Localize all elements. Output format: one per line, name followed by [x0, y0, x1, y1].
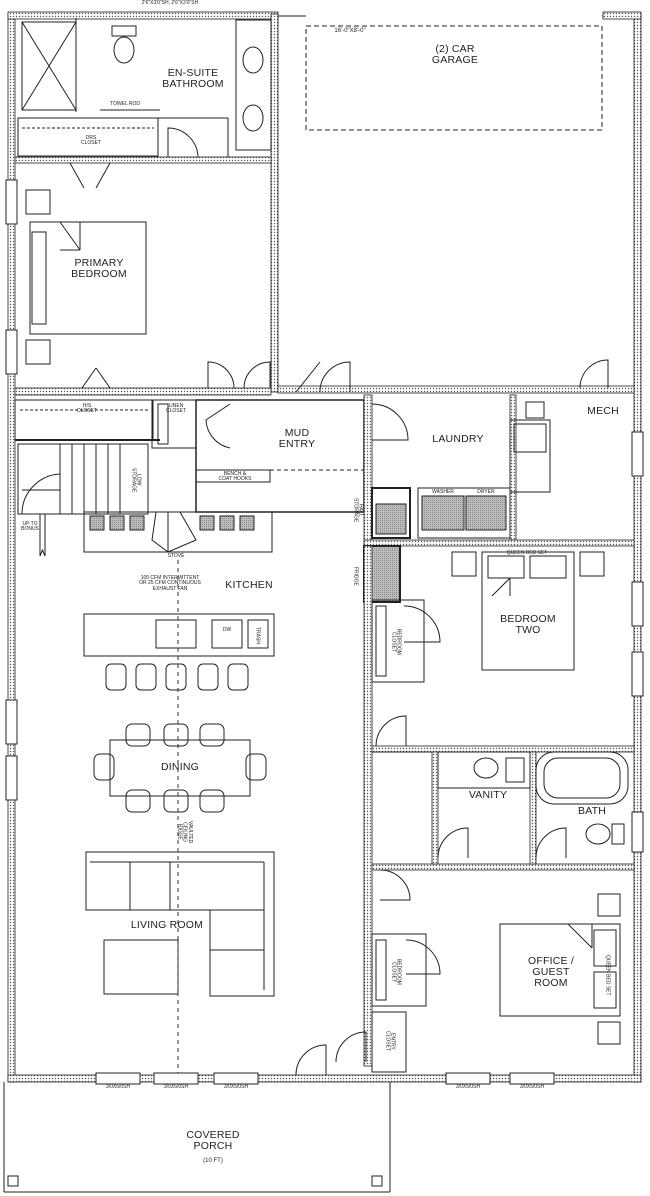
hs-closet-label: H/S CLOSET	[76, 403, 97, 415]
hall-storage-label: HALL STORAGE	[352, 497, 364, 523]
office-closet-label: BEDROOM CLOSET	[390, 959, 402, 985]
garage-door-label: 16'-0"X8'-0"	[334, 28, 366, 34]
garage	[270, 13, 635, 394]
queen-bed-set-label: QUEEN BED SET	[506, 550, 548, 556]
towel-rod-label: TOWEL ROD	[109, 101, 140, 107]
primary-bedroom	[14, 189, 272, 396]
garage-label: (2) CAR GARAGE	[431, 43, 479, 67]
covered-porch-label: COVERED PORCH	[186, 1129, 240, 1153]
bar-stools	[105, 663, 249, 691]
bath-label: BATH	[577, 805, 607, 817]
window-label-1: 3/0X5/0SH	[105, 1084, 131, 1090]
laundry-label: LAUNDRY	[432, 433, 484, 445]
stove-label: STOVE	[167, 553, 185, 559]
primary-bedroom-label: PRIMARY BEDROOM	[71, 257, 127, 281]
linen-closet-label: LINEN CLOSET	[165, 403, 186, 415]
porch-size-label: (10 ft)	[203, 1158, 223, 1164]
window-label-2: 3/0X5/0SH	[163, 1084, 189, 1090]
ensuite-label: EN-SUITE BATHROOM	[162, 67, 224, 91]
living-room	[85, 851, 275, 997]
up-to-bonus-label: UP TO BONUS	[21, 521, 39, 533]
ensuite-bathroom	[14, 18, 272, 189]
dining	[93, 723, 267, 813]
dw-label: DW	[222, 627, 232, 633]
mud-entry-label: MUD ENTRY	[278, 427, 316, 451]
mech-label: MECH	[587, 405, 619, 417]
bedroom-two-closet-label: BEDROOM CLOSET	[390, 629, 402, 655]
under-stair-label: LOW STORAGE	[130, 467, 142, 493]
dining-label: DINING	[161, 761, 199, 773]
bench-label: BENCH & COAT HOOKS	[218, 471, 252, 483]
living-room-label: LIVING ROOM	[130, 919, 204, 931]
trash-label: TRASH	[254, 626, 261, 644]
stair	[17, 443, 149, 557]
laundry-mech	[363, 359, 635, 547]
office-guest-label: OFFICE / GUEST ROOM	[528, 955, 574, 990]
queen-bed-set-office-label: QUEEN BED SET	[604, 954, 611, 996]
top-window-note: 2'6"X3'0"SH, 2'6"X3'0"SH	[141, 0, 199, 6]
window-label-3: 3/0X5/0SH	[223, 1084, 249, 1090]
vaulted-ridge-label: VAULTED CEILING RIDGE	[176, 820, 193, 844]
vanity-label: VANITY	[468, 789, 508, 801]
fridge-label: FRIDGE	[352, 566, 359, 586]
exterior-walls	[7, 11, 642, 1083]
window-label-4: 3/0X5/0SH	[455, 1084, 481, 1090]
exhaust-note: 100 CFM INTERMITTENT OR 25 CFM CONTINUOU…	[139, 575, 201, 592]
entry-closet-label: ENTRY CLOSET	[384, 1030, 396, 1051]
office-guest	[295, 893, 621, 1076]
kitchen	[83, 511, 401, 691]
window-label-5: 3/0X5/0SH	[519, 1084, 545, 1090]
vanity-bath	[372, 751, 629, 901]
bedroom-two-label: BEDROOM TWO	[500, 613, 556, 637]
covered-porch	[3, 1082, 391, 1193]
bedroom-two	[371, 551, 605, 747]
washer-label: WASHER	[432, 489, 454, 495]
mud-entry	[14, 361, 365, 513]
dryer-label: DRYER	[477, 489, 495, 495]
ensuite-closet-label: DRS CLOSET	[80, 135, 101, 147]
interior-walls-right	[363, 545, 635, 1067]
windows	[5, 179, 644, 1085]
kitchen-label: KITCHEN	[225, 579, 273, 591]
